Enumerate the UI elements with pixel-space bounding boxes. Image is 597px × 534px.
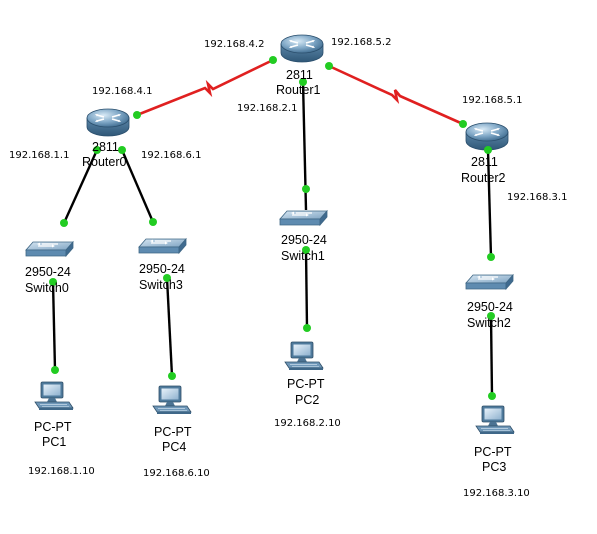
switch1-name: Switch1 [281,249,325,263]
pc2-icon[interactable] [284,341,324,371]
router0-name: Router0 [82,155,127,169]
router0-model: 2811 [92,140,119,154]
router2-model: 2811 [471,155,498,169]
switch1-model: 2950-24 [281,233,327,247]
link-switch0-pc1[interactable] [51,281,57,371]
router2-name: Router2 [461,171,506,185]
switch2-icon[interactable] [465,274,514,290]
pc1-name: PC1 [42,435,66,449]
switch3-name: Switch3 [139,278,183,292]
pc2-ip: 192.168.2.10 [274,418,341,429]
link-router0-switch0[interactable] [62,149,99,224]
link-status-indicators [49,56,496,400]
pc1-model: PC-PT [34,420,72,434]
pc2-name: PC2 [295,393,319,407]
router0-icon[interactable] [86,108,130,137]
router1-icon[interactable] [280,34,324,63]
switch0-model: 2950-24 [25,265,71,279]
ip-label-r1-r2: 192.168.5.2 [331,37,391,48]
pc2-model: PC-PT [287,377,325,391]
pc4-ip: 192.168.6.10 [143,468,210,479]
router2-icon[interactable] [465,122,509,151]
pc3-name: PC3 [482,460,506,474]
ip-label-r1-r0: 192.168.4.2 [204,39,264,50]
switch1-icon[interactable] [279,210,328,226]
pc3-icon[interactable] [475,405,515,435]
ip-label-r0-r1: 192.168.4.1 [92,86,152,97]
ip-label-r2-lan: 192.168.3.1 [507,192,567,203]
ip-label-r0-lan6: 192.168.6.1 [141,150,201,161]
router1-model: 2811 [286,68,313,82]
link-switch2-pc3[interactable] [489,315,494,397]
serial-link-router0-router1[interactable] [136,58,274,117]
link-router2-switch2[interactable] [486,149,493,258]
pc1-ip: 192.168.1.10 [28,466,95,477]
link-switch3-pc4[interactable] [165,277,174,377]
pc4-model: PC-PT [154,425,192,439]
pc4-icon[interactable] [152,385,192,415]
serial-link-router1-router2[interactable] [328,64,464,126]
link-switch1-pc2[interactable] [304,249,309,329]
switch3-model: 2950-24 [139,262,185,276]
switch3-icon[interactable] [138,238,187,254]
switch2-name: Switch2 [467,316,511,330]
pc3-model: PC-PT [474,445,512,459]
ip-label-r2-r1: 192.168.5.1 [462,95,522,106]
link-router0-switch3[interactable] [120,149,155,223]
pc1-icon[interactable] [34,381,74,411]
switch2-model: 2950-24 [467,300,513,314]
pc4-name: PC4 [162,440,186,454]
pc3-ip: 192.168.3.10 [463,488,530,499]
ip-label-r0-lan1: 192.168.1.1 [9,150,69,161]
switch0-icon[interactable] [25,241,74,257]
ip-label-r1-lan: 192.168.2.1 [237,103,297,114]
router1-name: Router1 [276,83,321,97]
switch0-name: Switch0 [25,281,69,295]
